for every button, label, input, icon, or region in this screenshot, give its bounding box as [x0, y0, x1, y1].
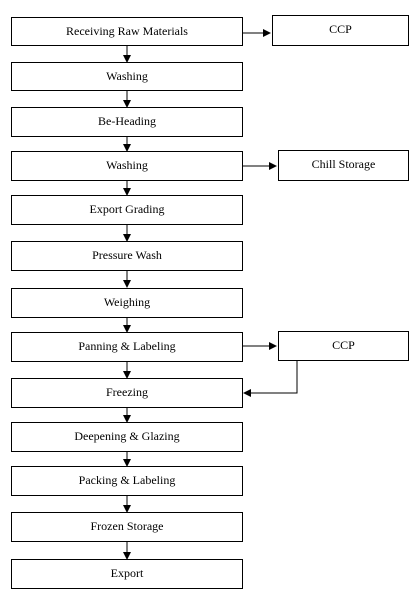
step-be-heading: Be-Heading	[11, 107, 243, 137]
side-node-label: CCP	[332, 338, 355, 352]
step-label: Be-Heading	[98, 114, 156, 128]
step-export-grading: Export Grading	[11, 195, 243, 225]
step-label: Receiving Raw Materials	[66, 24, 188, 38]
step-deepening-glazing: Deepening & Glazing	[11, 422, 243, 452]
side-node-chill-storage: Chill Storage	[278, 150, 409, 181]
side-node-label: Chill Storage	[311, 157, 376, 171]
step-export: Export	[11, 559, 243, 589]
step-label: Weighing	[103, 295, 151, 309]
step-washing: Washing	[11, 62, 243, 91]
step-panning-labeling: Panning & Labeling	[11, 332, 243, 362]
step-receiving-raw-materials: Receiving Raw Materials	[11, 17, 243, 46]
arrow-ccp-to-freezing	[243, 361, 298, 397]
step-label: Panning & Labeling	[78, 339, 176, 353]
step-label: Pressure Wash	[92, 248, 162, 262]
step-weighing: Weighing	[11, 288, 243, 318]
step-label: Deepening & Glazing	[74, 429, 180, 443]
step-label: Packing & Labeling	[78, 473, 176, 487]
step-label: Frozen Storage	[90, 519, 164, 533]
step-freezing: Freezing	[11, 378, 243, 408]
side-node-ccp-panning: CCP	[278, 331, 409, 361]
step-label: Washing	[106, 158, 148, 172]
step-packing-labeling: Packing & Labeling	[11, 466, 243, 496]
step-washing-2: Washing	[11, 151, 243, 181]
step-label: Export Grading	[89, 202, 165, 216]
step-frozen-storage: Frozen Storage	[11, 512, 243, 542]
side-node-ccp-receiving: CCP	[272, 15, 409, 46]
step-pressure-wash: Pressure Wash	[11, 241, 243, 271]
side-node-label: CCP	[329, 22, 352, 36]
step-label: Export	[110, 566, 144, 580]
step-label: Washing	[106, 69, 148, 83]
step-label: Freezing	[106, 385, 148, 399]
